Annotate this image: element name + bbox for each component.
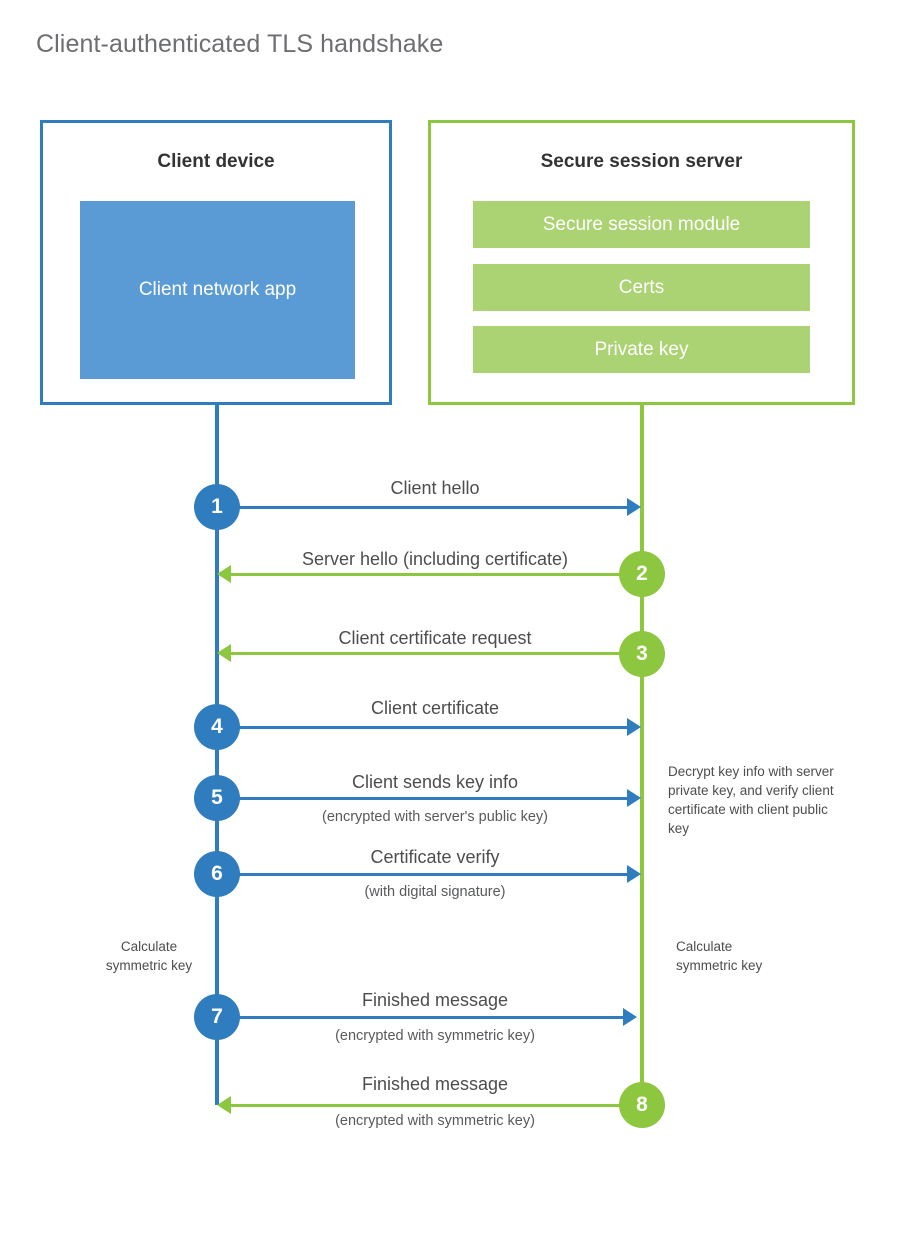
client-lifeline <box>215 405 219 1105</box>
client-device-title: Client device <box>157 151 275 172</box>
message-3-arrowhead <box>217 644 231 662</box>
message-7-label: Finished message <box>361 990 509 1010</box>
message-2-arrowhead <box>217 565 231 583</box>
server-component-private-key: Private key <box>473 326 810 373</box>
page-title: Client-authenticated TLS handshake <box>36 30 444 58</box>
message-1-line <box>219 506 627 509</box>
server-lifeline <box>640 405 644 1105</box>
note-calculate-symmetric-key-client: Calculate symmetric key <box>105 939 193 974</box>
secure-session-server-title: Secure session server <box>540 151 743 172</box>
message-5-label: Client sends key info <box>351 772 519 792</box>
message-6-line <box>219 873 627 876</box>
message-7-arrowhead <box>623 1008 637 1026</box>
step-circle-1[interactable]: 1 <box>194 484 240 530</box>
message-3-line <box>231 652 631 655</box>
message-6-label: Certificate verify <box>370 847 500 867</box>
step-circle-2[interactable]: 2 <box>619 551 665 597</box>
step-circle-3[interactable]: 3 <box>619 631 665 677</box>
message-4-arrowhead <box>627 718 641 736</box>
note-decrypt-key-info: Decrypt key info with server private key… <box>668 764 834 837</box>
step-circle-6[interactable]: 6 <box>194 851 240 897</box>
message-3-label: Client certificate request <box>338 628 532 648</box>
message-7-sublabel: (encrypted with symmetric key) <box>335 1028 535 1044</box>
message-4-line <box>219 726 627 729</box>
message-8-arrowhead <box>217 1096 231 1114</box>
client-network-app-block: Client network app <box>80 201 355 379</box>
message-2-label: Server hello (including certificate) <box>301 549 569 569</box>
message-8-label: Finished message <box>361 1074 509 1094</box>
message-8-sublabel: (encrypted with symmetric key) <box>335 1113 535 1129</box>
server-component-secure-session-module: Secure session module <box>473 201 810 248</box>
secure-session-server-box: Secure session server Secure session mod… <box>428 120 855 405</box>
message-4-label: Client certificate <box>370 698 500 718</box>
step-circle-7[interactable]: 7 <box>194 994 240 1040</box>
message-7-line <box>219 1016 623 1019</box>
client-device-box: Client device Client network app <box>40 120 392 405</box>
message-6-arrowhead <box>627 865 641 883</box>
message-1-arrowhead <box>627 498 641 516</box>
step-circle-5[interactable]: 5 <box>194 775 240 821</box>
message-1-label: Client hello <box>390 478 480 498</box>
message-8-line <box>231 1104 631 1107</box>
note-calculate-symmetric-key-server: Calculate symmetric key <box>676 939 763 974</box>
message-2-line <box>231 573 631 576</box>
message-6-sublabel: (with digital signature) <box>364 884 506 900</box>
message-5-arrowhead <box>627 789 641 807</box>
step-circle-8[interactable]: 8 <box>619 1082 665 1128</box>
message-5-sublabel: (encrypted with server's public key) <box>322 809 548 825</box>
step-circle-4[interactable]: 4 <box>194 704 240 750</box>
message-5-line <box>219 797 627 800</box>
server-component-certs: Certs <box>473 264 810 311</box>
